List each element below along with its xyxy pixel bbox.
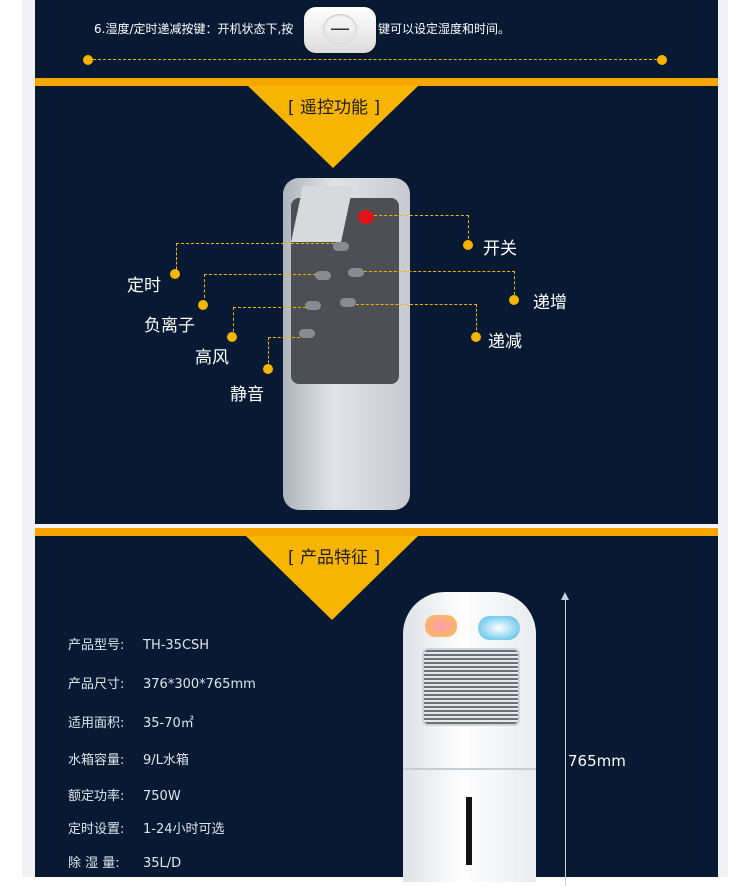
minus-icon: — bbox=[323, 14, 357, 44]
spec-value: 1-24小时可选 bbox=[143, 822, 225, 837]
spec-value: 376*300*765mm bbox=[143, 677, 256, 692]
label-power: 开关 bbox=[483, 239, 517, 259]
spec-row-timer: 定时设置: 1-24小时可选 bbox=[68, 818, 225, 837]
label-high-wind: 高风 bbox=[195, 348, 229, 368]
spec-label: 水箱容量: bbox=[68, 753, 125, 768]
spec-label: 定时设置: bbox=[68, 822, 125, 837]
spec-row-dehumidify: 除 湿 量: 35L/D bbox=[68, 852, 181, 871]
section-triangle-remote bbox=[248, 86, 418, 168]
section-title-remote: [ 遥控功能 ] bbox=[288, 98, 381, 118]
section-bar-remote bbox=[35, 78, 718, 86]
callout-dot-increase bbox=[509, 295, 519, 305]
spec-value: 35L/D bbox=[143, 856, 182, 871]
product-display-slot bbox=[466, 797, 472, 865]
section-bar-features bbox=[35, 528, 718, 536]
remote-high-wind-button bbox=[305, 301, 321, 310]
dimension-label: 765mm bbox=[568, 752, 626, 770]
label-timer: 定时 bbox=[127, 276, 161, 296]
callout-line-power bbox=[374, 215, 469, 244]
callout-dot-timer bbox=[170, 269, 180, 279]
callout-dot-decrease bbox=[471, 332, 481, 342]
remote-timer-button bbox=[333, 242, 349, 251]
spec-row-tank: 水箱容量: 9/L水箱 bbox=[68, 749, 189, 768]
callout-dot-anion bbox=[198, 300, 208, 310]
remote-increase-button bbox=[348, 268, 364, 277]
label-decrease: 递减 bbox=[488, 332, 522, 352]
spec-value: 750W bbox=[143, 789, 181, 804]
callout-line-silent bbox=[268, 337, 300, 368]
spec-row-power: 额定功率: 750W bbox=[68, 785, 181, 804]
spec-value: TH-35CSH bbox=[143, 638, 210, 653]
product-grille bbox=[424, 650, 518, 724]
spec-row-area: 适用面积: 35-70㎡ bbox=[68, 712, 194, 731]
callout-line-high-wind bbox=[233, 307, 306, 337]
remote-anion-button bbox=[315, 271, 331, 280]
minus-button-image: — bbox=[304, 7, 376, 53]
remote-power-button bbox=[358, 210, 374, 224]
spec-label: 额定功率: bbox=[68, 789, 125, 804]
badge-logo-icon bbox=[478, 616, 520, 640]
dimension-line bbox=[565, 596, 566, 886]
callout-line-anion bbox=[204, 274, 316, 303]
remote-decrease-button bbox=[340, 298, 356, 307]
label-silent: 静音 bbox=[230, 385, 264, 405]
instruction-text-after: 键可以设定湿度和时间。 bbox=[378, 22, 511, 36]
label-increase: 递增 bbox=[533, 293, 567, 313]
spec-label: 除 湿 量: bbox=[68, 856, 120, 871]
callout-dot-silent bbox=[263, 364, 273, 374]
instruction-panel bbox=[35, 0, 718, 78]
brand-logo-icon bbox=[425, 615, 457, 637]
spec-value: 35-70㎡ bbox=[143, 716, 194, 731]
section-title-features: [ 产品特征 ] bbox=[288, 548, 381, 568]
callout-line-decrease bbox=[356, 304, 477, 335]
spec-label: 适用面积: bbox=[68, 716, 125, 731]
divider-dot-left bbox=[83, 55, 93, 65]
instruction-text-before: 6.湿度/定时递减按键：开机状态下,按 bbox=[94, 22, 294, 36]
spec-value: 9/L水箱 bbox=[143, 753, 189, 768]
spec-label: 产品型号: bbox=[68, 638, 125, 653]
remote-silent-button bbox=[299, 329, 315, 338]
product-seam bbox=[403, 768, 536, 770]
divider-dot-right bbox=[657, 55, 667, 65]
spec-label: 产品尺寸: bbox=[68, 677, 125, 692]
section-triangle-features bbox=[246, 536, 418, 620]
callout-dot-power bbox=[463, 240, 473, 250]
divider-line bbox=[88, 59, 662, 60]
callout-line-timer bbox=[176, 243, 334, 274]
spec-row-size: 产品尺寸: 376*300*765mm bbox=[68, 673, 256, 692]
spec-row-model: 产品型号: TH-35CSH bbox=[68, 634, 209, 653]
callout-dot-high-wind bbox=[227, 332, 237, 342]
label-anion: 负离子 bbox=[144, 316, 195, 336]
callout-line-increase bbox=[364, 271, 515, 300]
